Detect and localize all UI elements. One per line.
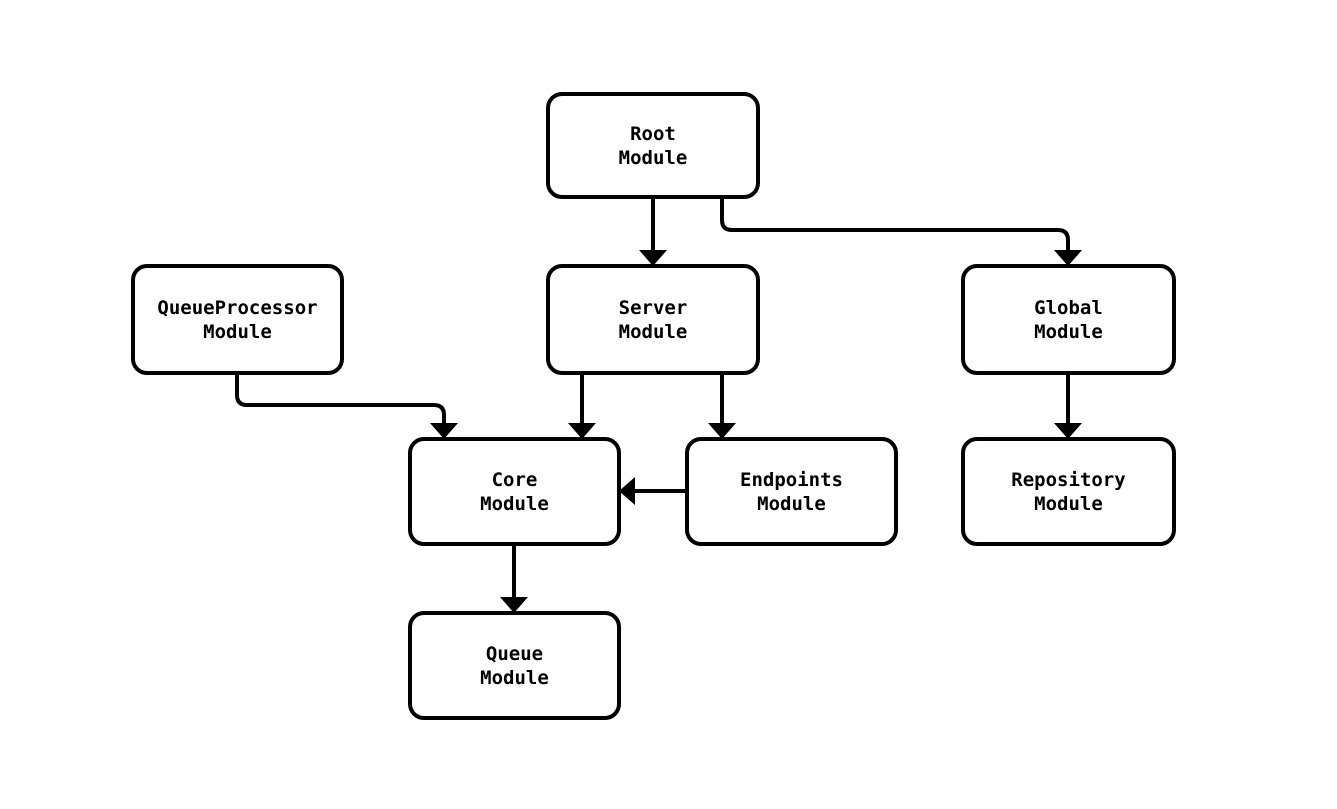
endpoints-module-label-line1: Endpoints <box>740 469 843 491</box>
edge-root-to-global-line <box>720 197 1070 252</box>
queue-module-label-line2: Module <box>480 667 549 689</box>
edge-root-to-global-arrowhead-icon <box>1054 250 1082 266</box>
edge-server-to-endpoints-arrowhead-icon <box>708 423 736 439</box>
edge-server-to-endpoints <box>708 373 736 439</box>
edge-core-to-queue <box>500 544 528 613</box>
edge-queueprocessor-to-core <box>235 373 458 439</box>
global-module-label-line2: Module <box>1034 321 1103 343</box>
server-module-box[interactable] <box>546 264 760 375</box>
queue-module-box[interactable] <box>408 611 621 720</box>
root-module-label-line2: Module <box>619 147 688 169</box>
endpoints-module-label-line2: Module <box>757 493 826 515</box>
server-module-label-line2: Module <box>619 321 688 343</box>
endpoints-module-box[interactable] <box>685 437 898 546</box>
nodes-layer: RootModuleQueueProcessorModuleServerModu… <box>131 92 1176 720</box>
repository-module-label-line2: Module <box>1034 493 1103 515</box>
core-module-label-line1: Core <box>492 469 538 491</box>
edge-server-to-core-arrowhead-icon <box>568 423 596 439</box>
core-module-label-line2: Module <box>480 493 549 515</box>
repository-module-box[interactable] <box>961 437 1176 546</box>
edge-core-to-queue-arrowhead-icon <box>500 597 528 613</box>
edge-endpoints-to-core-arrowhead-icon <box>619 477 635 505</box>
edge-queueprocessor-to-core-line <box>235 373 446 425</box>
queueprocessor-module-label-line1: QueueProcessor <box>157 297 317 319</box>
root-module-box[interactable] <box>546 92 760 199</box>
edge-root-to-server <box>639 197 667 266</box>
edge-global-to-repository-arrowhead-icon <box>1054 423 1082 439</box>
global-module-label-line1: Global <box>1034 297 1103 319</box>
queueprocessor-module-box[interactable] <box>131 264 344 375</box>
edge-root-to-server-arrowhead-icon <box>639 250 667 266</box>
root-module-label-line1: Root <box>630 123 676 145</box>
global-module-box[interactable] <box>961 264 1176 375</box>
queue-module-label-line1: Queue <box>486 643 543 665</box>
queueprocessor-module-label-line2: Module <box>203 321 272 343</box>
edges-layer <box>235 197 1082 613</box>
edge-server-to-core <box>568 373 596 439</box>
repository-module-label-line1: Repository <box>1011 469 1125 491</box>
server-module-label-line1: Server <box>619 297 688 319</box>
edge-queueprocessor-to-core-arrowhead-icon <box>430 423 458 439</box>
edge-root-to-global <box>720 197 1082 266</box>
core-module-box[interactable] <box>408 437 621 546</box>
edge-global-to-repository <box>1054 373 1082 439</box>
edge-endpoints-to-core <box>619 477 687 505</box>
